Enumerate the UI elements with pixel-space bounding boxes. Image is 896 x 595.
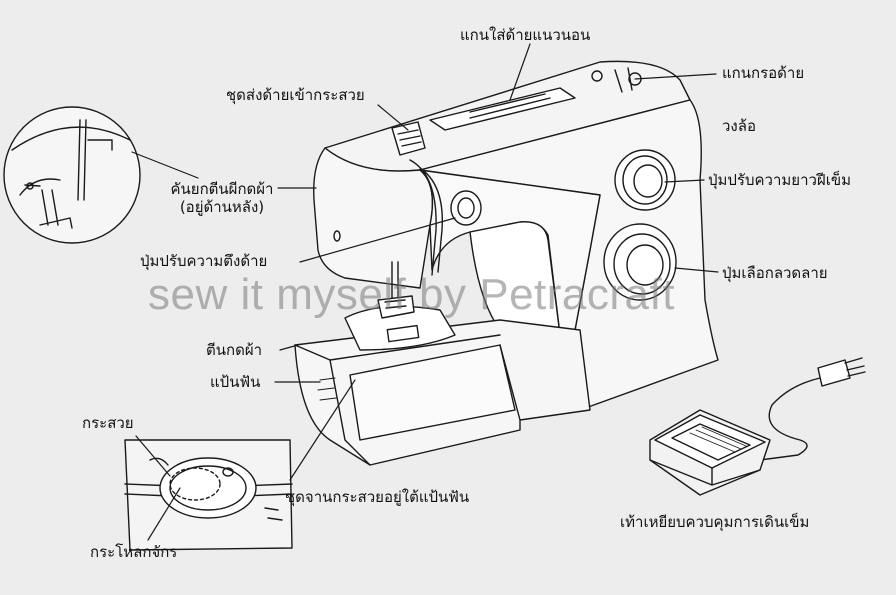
label-foot-control: เท้าเหยียบควบคุมการเดินเข็ม bbox=[620, 513, 809, 531]
presser-lever-inset bbox=[4, 107, 140, 243]
foot-pedal-drawing bbox=[650, 358, 865, 495]
bobbin-inset bbox=[125, 440, 292, 550]
label-handwheel: วงล้อ bbox=[722, 117, 756, 135]
label-bobbin-winder-spindle: แกนกรอด้าย bbox=[722, 64, 804, 82]
label-thread-guide: ชุดส่งด้ายเข้ากระสวย bbox=[226, 86, 365, 104]
label-presser-foot-lever: คันยกตีนผีกดผ้า (อยู่ด้านหลัง) bbox=[160, 180, 284, 216]
label-presser-foot-lever-line2: (อยู่ด้านหลัง) bbox=[160, 198, 284, 216]
label-bobbin-case: กระโหลกจักร bbox=[90, 543, 177, 561]
label-pattern-selector: ปุ่มเลือกลวดลาย bbox=[722, 264, 828, 282]
label-presser-foot: ตีนกดผ้า bbox=[206, 341, 262, 359]
label-presser-foot-lever-line1: คันยกตีนผีกดผ้า bbox=[160, 180, 284, 198]
label-spool-pin-horizontal: แกนใส่ด้ายแนวนอน bbox=[460, 26, 590, 44]
label-tension-dial: ปุ่มปรับความตึงด้าย bbox=[140, 252, 267, 270]
label-stitch-length-dial: ปุ่มปรับความยาวฝีเข็ม bbox=[708, 171, 851, 189]
label-needle-plate: แป้นฟัน bbox=[210, 373, 260, 391]
label-bobbin-case-under-plate: ชุดจานกระสวยอยู่ใต้แป้นฟัน bbox=[285, 488, 469, 506]
watermark: sew it myself by Petracraft bbox=[148, 270, 675, 320]
machine-body bbox=[295, 61, 718, 465]
label-bobbin: กระสวย bbox=[82, 414, 134, 432]
